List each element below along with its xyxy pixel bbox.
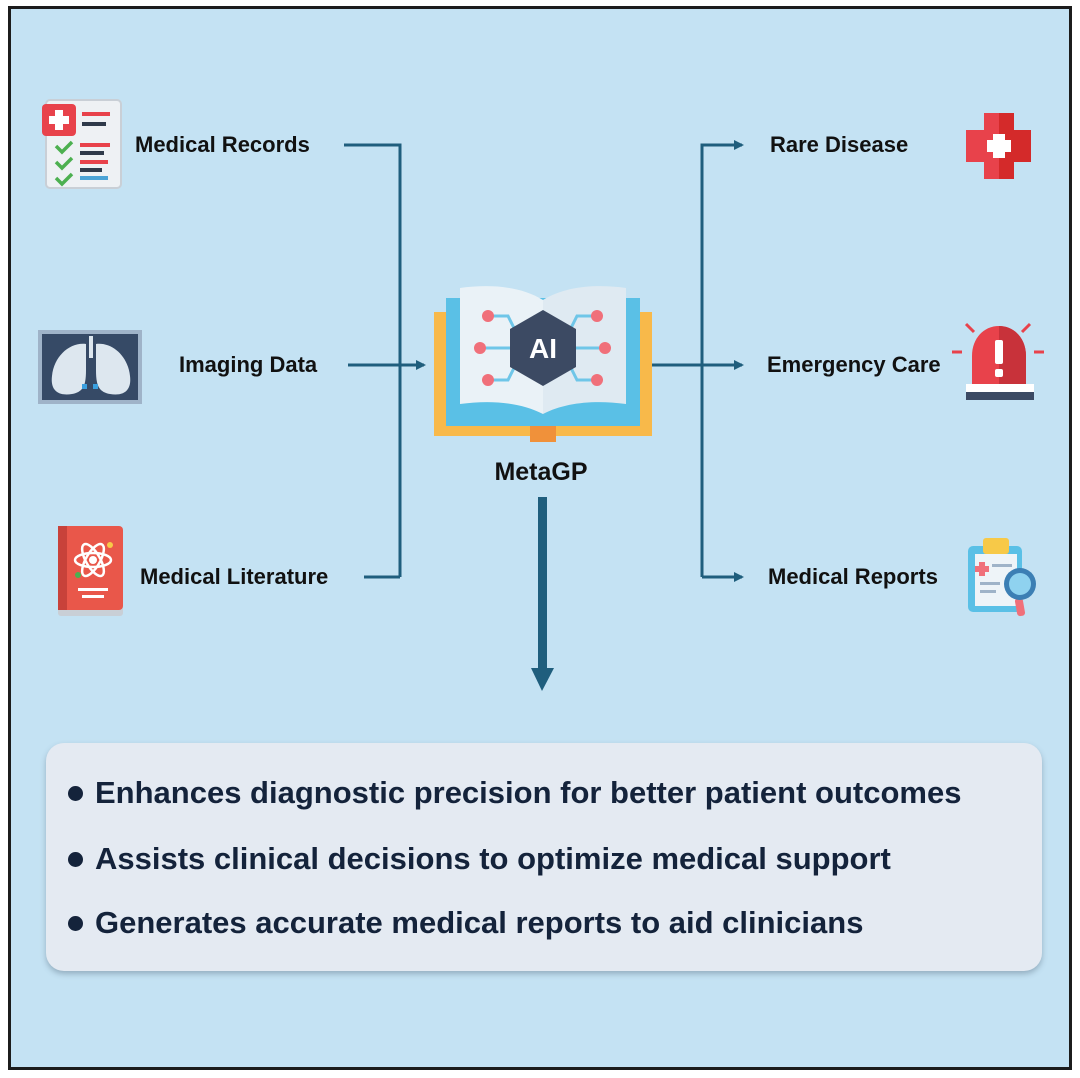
- ai-book-icon: AI: [434, 286, 652, 442]
- benefit-text: Enhances diagnostic precision for better…: [95, 775, 962, 810]
- connector-medical-records: [344, 143, 402, 577]
- benefit-text: Assists clinical decisions to optimize m…: [95, 841, 891, 876]
- benefit-item: Assists clinical decisions to optimize m…: [68, 841, 891, 877]
- emergency-siren-icon: [952, 322, 1044, 400]
- down-arrow: [531, 497, 554, 691]
- output-label-rare-disease: Rare Disease: [770, 132, 909, 157]
- bullet-icon: [68, 915, 83, 931]
- benefits-box: Enhances diagnostic precision for better…: [46, 743, 1042, 971]
- ai-icon-text: AI: [529, 333, 557, 364]
- benefit-item: Enhances diagnostic precision for better…: [68, 775, 961, 811]
- red-cross-icon: [966, 113, 1031, 179]
- center-label-metagp: MetaGP: [494, 458, 588, 486]
- lung-xray-icon: [38, 330, 142, 404]
- benefit-item: Generates accurate medical reports to ai…: [68, 905, 863, 941]
- report-magnifier-icon: [968, 538, 1036, 617]
- medical-records-icon: [42, 99, 122, 189]
- output-connectors: [652, 140, 744, 582]
- output-label-emergency-care: Emergency Care: [767, 352, 941, 377]
- input-label-medical-records: Medical Records: [135, 132, 310, 157]
- bullet-icon: [68, 785, 83, 801]
- benefit-text: Generates accurate medical reports to ai…: [95, 905, 864, 940]
- bullet-icon: [68, 851, 83, 867]
- medical-book-icon: [58, 526, 123, 616]
- connector-rare-disease: [700, 140, 744, 577]
- input-connectors: [344, 143, 426, 579]
- output-label-medical-reports: Medical Reports: [768, 564, 938, 589]
- input-label-medical-literature: Medical Literature: [140, 564, 329, 589]
- input-label-imaging-data: Imaging Data: [179, 352, 318, 377]
